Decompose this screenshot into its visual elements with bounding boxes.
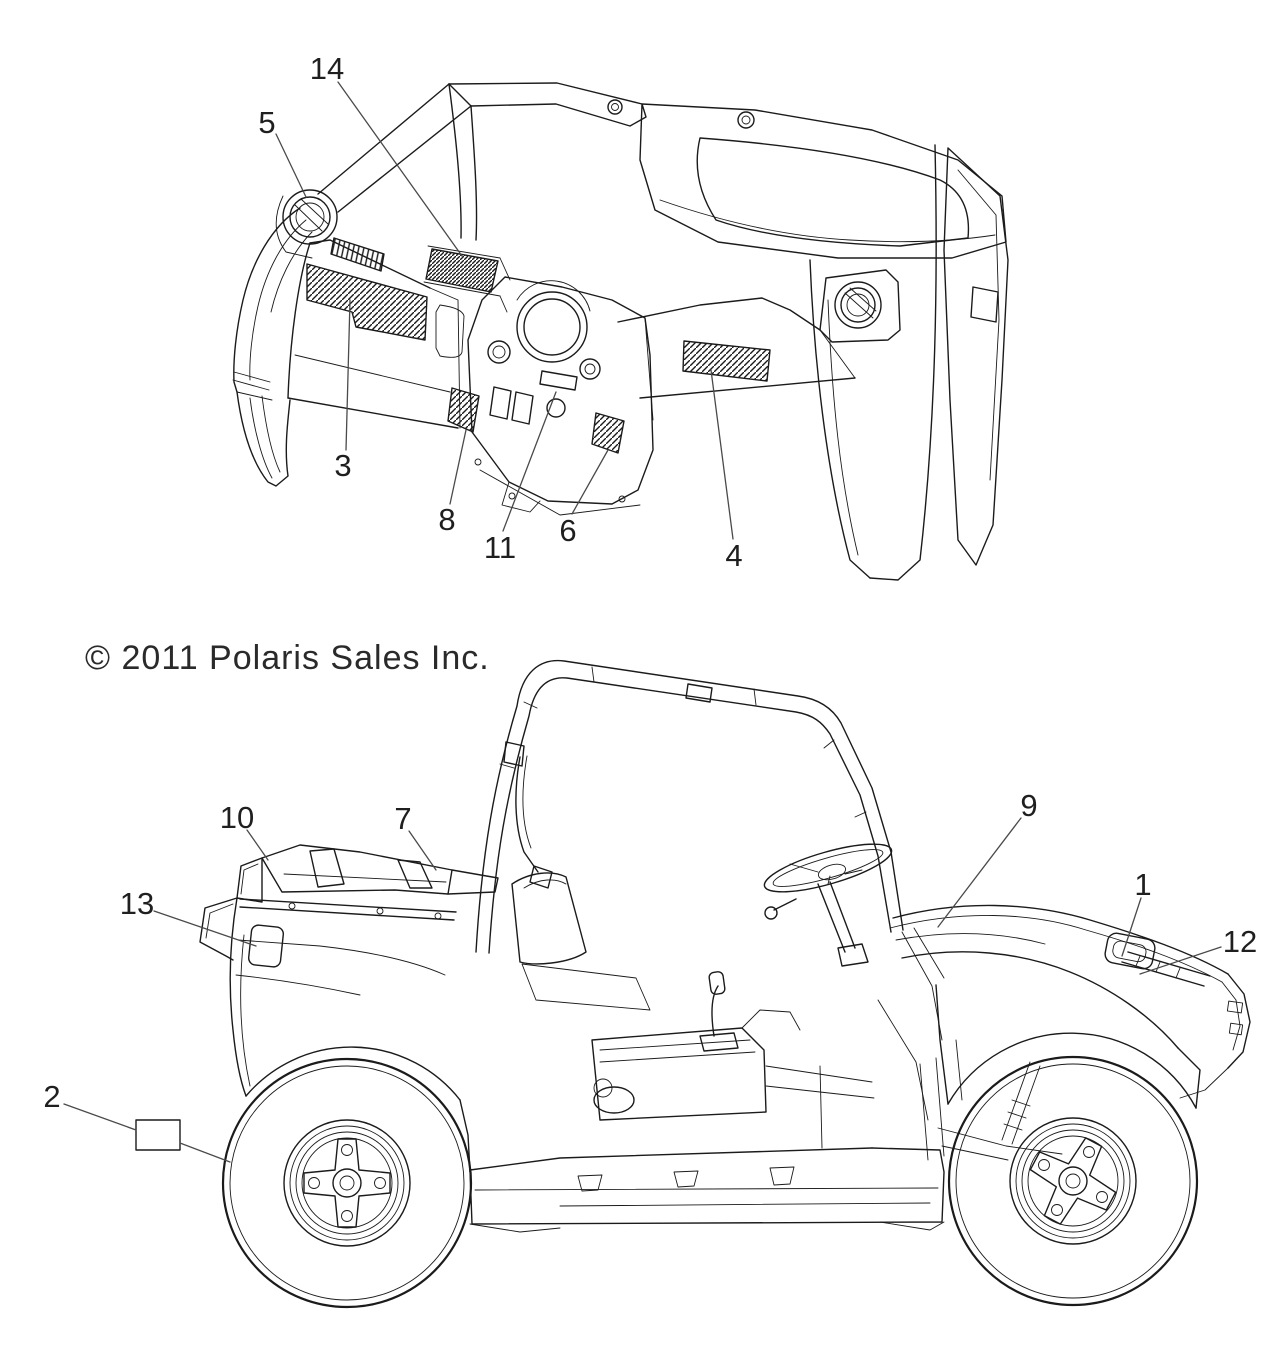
callout-2-leader: [63, 1103, 137, 1131]
decal-14-hatch: [330, 237, 385, 272]
cargo-bed: [236, 844, 499, 903]
callout-12-leader: [1139, 946, 1222, 975]
callout-6-label: 6: [559, 513, 576, 548]
callout-7-leader: [408, 830, 437, 871]
roll-cage: [475, 659, 904, 954]
cowl-vent-frame: [423, 245, 511, 313]
side-view: [135, 659, 1251, 1309]
left-front-fender: [232, 207, 313, 487]
rear-wheel: [221, 1057, 473, 1309]
rear-fender: [199, 897, 471, 1173]
callout-1-leader: [1121, 897, 1142, 957]
right-gauge-pod: [834, 281, 882, 329]
hood-panel: [639, 103, 1007, 259]
dash-left-panel: [287, 239, 465, 429]
shift-lever: [699, 971, 739, 1052]
callout-2-label: 2: [43, 1079, 60, 1114]
callouts: 14 5 3 8 11 6 4 10 7 13 2 9 1 12: [43, 51, 1257, 1163]
windshield-frame: [317, 82, 647, 241]
decal-cowl-hatch: [425, 248, 499, 293]
right-front-fender: [809, 144, 937, 581]
callout-14-label: 14: [310, 51, 344, 86]
callout-1-label: 1: [1134, 867, 1151, 902]
decal-8-hatch: [447, 387, 480, 433]
front-body: [877, 904, 1251, 1161]
callout-10-leader: [246, 829, 269, 861]
callout-9-label: 9: [1020, 788, 1037, 823]
floor-rocker: [469, 1147, 945, 1233]
center-console: [467, 276, 654, 516]
dash-right-panel: [617, 297, 856, 421]
callout-2-leader-b: [179, 1142, 231, 1163]
callout-10-label: 10: [220, 800, 254, 835]
callout-5-label: 5: [258, 105, 275, 140]
front-dash-view: [232, 82, 1009, 581]
callout-6-leader: [571, 449, 609, 515]
copyright-text: © 2011 Polaris Sales Inc.: [85, 639, 490, 677]
callout-11-leader: [502, 391, 557, 532]
front-wheel: [947, 1055, 1199, 1307]
callout-3-leader: [345, 299, 351, 451]
callout-13-leader: [153, 910, 257, 947]
decal-6-hatch: [591, 412, 625, 454]
callout-11-label: 11: [484, 530, 516, 565]
right-side-panel: [943, 147, 1009, 566]
callout-5-leader: [275, 133, 307, 198]
headlight-pod: [1104, 932, 1156, 970]
callout-8-leader: [449, 429, 467, 505]
decal-2-swatch: [135, 1119, 181, 1151]
callout-9-leader: [937, 817, 1022, 928]
callout-4-leader: [710, 369, 734, 540]
callout-4-label: 4: [725, 538, 742, 573]
callout-12-label: 12: [1223, 924, 1257, 959]
decal-3-hatch: [306, 263, 428, 341]
left-gauge-pod: [275, 189, 338, 259]
seat: [511, 872, 651, 1011]
seatbelt: [503, 741, 553, 889]
steering-assembly: [763, 843, 893, 967]
callout-13-label: 13: [120, 886, 154, 921]
engine-tunnel: [591, 1009, 875, 1149]
callout-3-label: 3: [334, 448, 351, 483]
decal-4-hatch: [682, 340, 771, 382]
callout-14-leader: [337, 81, 463, 257]
callout-7-label: 7: [394, 801, 411, 836]
callout-8-label: 8: [438, 502, 455, 537]
